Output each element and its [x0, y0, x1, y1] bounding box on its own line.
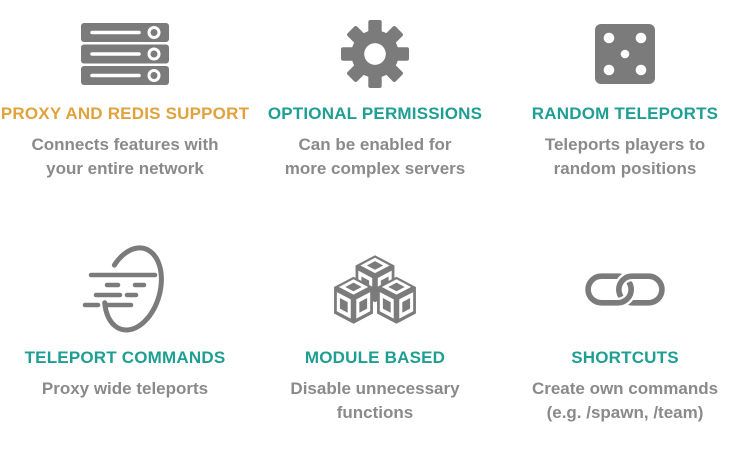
feature-title: OPTIONAL PERMISSIONS: [267, 104, 483, 123]
teleport-speed-icon: [78, 234, 173, 344]
feature-title: TELEPORT COMMANDS: [24, 348, 226, 367]
description-line: Connects features with: [31, 135, 219, 154]
feature-card-shortcuts: SHORTCUTS Create own commands (e.g. /spa…: [500, 220, 750, 451]
feature-title: RANDOM TELEPORTS: [531, 104, 719, 123]
description-line: Disable unnecessary: [290, 379, 460, 398]
feature-description: Proxy wide teleports: [42, 377, 208, 401]
feature-card-proxy-redis: PROXY AND REDIS SUPPORT Connects feature…: [0, 0, 250, 220]
description-line: Create own commands: [531, 379, 719, 398]
feature-description: Create own commands (e.g. /spawn, /team): [532, 377, 718, 425]
feature-description: Connects features with your entire netwo…: [31, 133, 218, 181]
feature-description: Teleports players to random positions: [545, 133, 705, 181]
description-line: more complex servers: [284, 159, 466, 178]
feature-title: PROXY AND REDIS SUPPORT: [0, 104, 250, 123]
server-icon: [81, 12, 169, 96]
feature-card-optional-permissions: OPTIONAL PERMISSIONS Can be enabled for …: [250, 0, 500, 220]
feature-description: Can be enabled for more complex servers: [285, 133, 466, 181]
description-line: random positions: [553, 159, 697, 178]
feature-card-teleport-commands: TELEPORT COMMANDS Proxy wide teleports: [0, 220, 250, 451]
description-line: (e.g. /spawn, /team): [546, 403, 704, 422]
feature-card-module-based: MODULE BASED Disable unnecessary functio…: [250, 220, 500, 451]
description-line: Proxy wide teleports: [41, 379, 209, 398]
gear-icon: [341, 12, 409, 96]
description-line: Can be enabled for: [298, 135, 452, 154]
feature-card-random-teleports: RANDOM TELEPORTS Teleports players to ra…: [500, 0, 750, 220]
dice-icon: [595, 12, 655, 96]
modules-cubes-icon: [331, 234, 419, 344]
description-line: your entire network: [46, 159, 204, 178]
description-line: functions: [336, 403, 414, 422]
feature-title: MODULE BASED: [304, 348, 446, 367]
feature-title: SHORTCUTS: [571, 348, 679, 367]
chain-link-icon: [585, 234, 665, 344]
feature-description: Disable unnecessary functions: [290, 377, 459, 425]
description-line: Teleports players to: [544, 135, 706, 154]
